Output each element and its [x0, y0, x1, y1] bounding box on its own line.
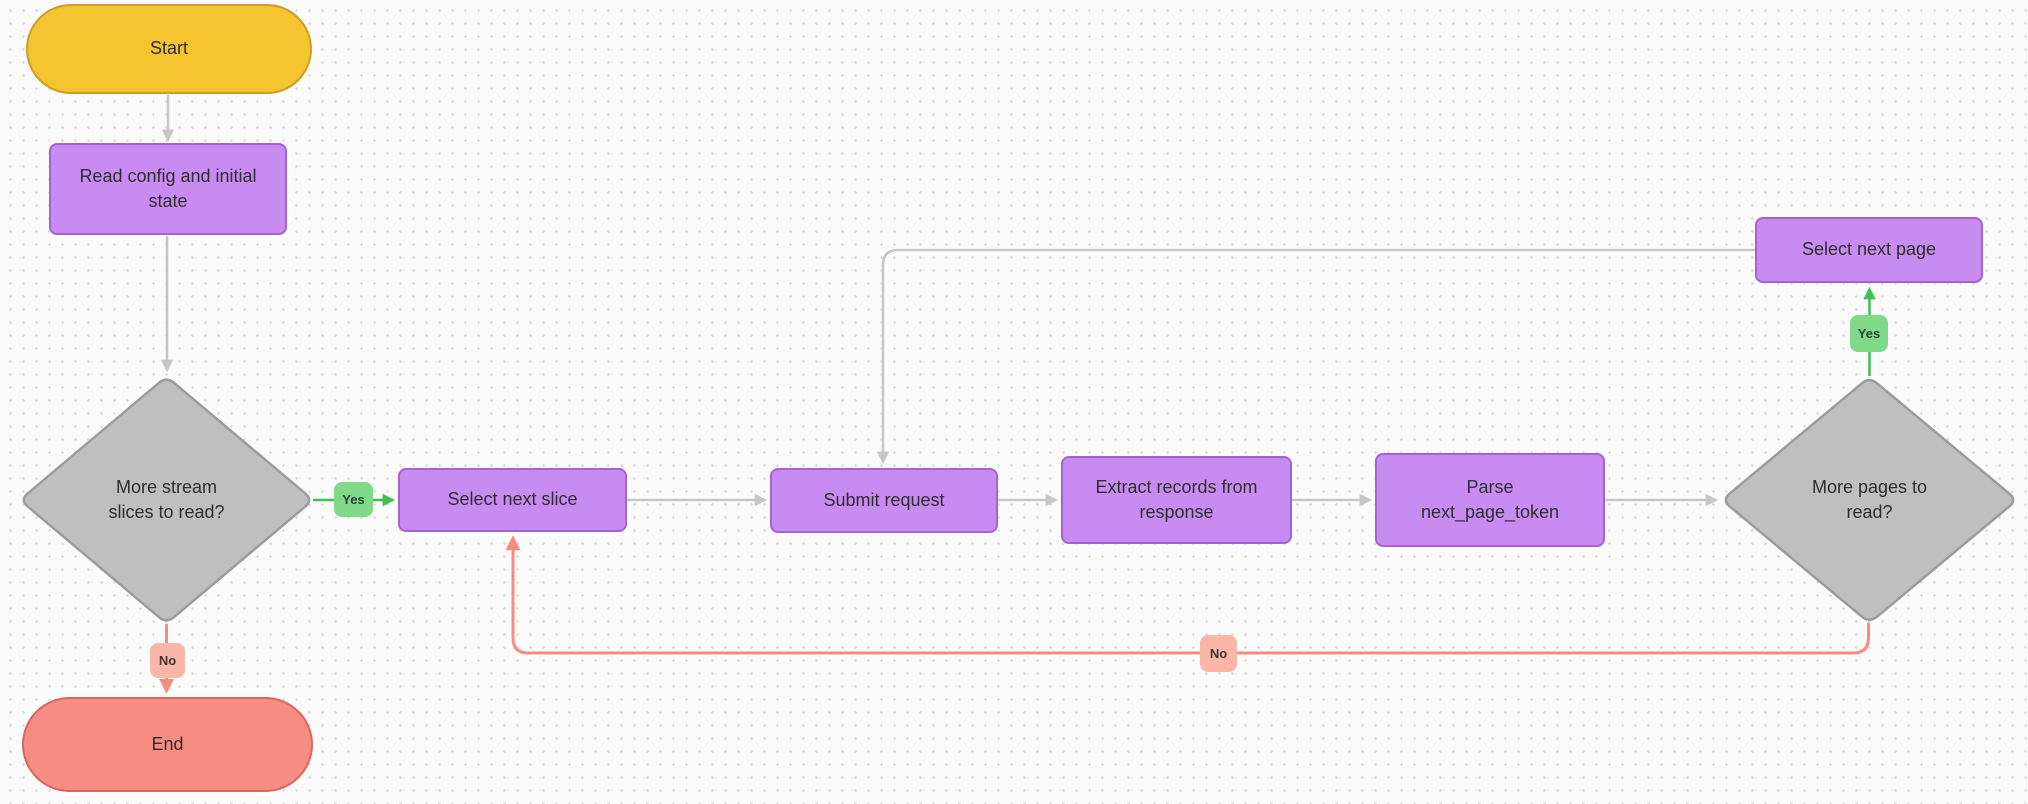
node-start: Start — [26, 4, 312, 94]
node-extract-records: Extract records from response — [1061, 456, 1292, 544]
badge-more-pages-yes: Yes — [1850, 315, 1888, 352]
node-select-next-slice: Select next slice — [398, 468, 627, 532]
node-more-stream-slices-shape — [22, 378, 311, 622]
node-parse-next-page-token: Parse next_page_token — [1375, 453, 1605, 547]
node-more-pages-shape — [1724, 378, 2015, 622]
edge-select-next-page-to-submit-request — [876, 248, 1756, 465]
node-more-pages-label: More pages to read? — [1811, 476, 1928, 522]
badge-more-slices-no: No — [150, 643, 185, 678]
node-read-config: Read config and initial state — [49, 143, 287, 235]
edge-more-pages-no-to-select-next-slice — [505, 535, 1870, 655]
node-more-stream-slices-label: More stream slices to read? — [108, 476, 225, 522]
node-select-next-page: Select next page — [1755, 217, 1983, 283]
badge-more-pages-no: No — [1200, 635, 1237, 672]
badge-more-slices-yes: Yes — [334, 482, 373, 517]
node-end: End — [22, 697, 313, 792]
node-submit-request: Submit request — [770, 468, 998, 533]
